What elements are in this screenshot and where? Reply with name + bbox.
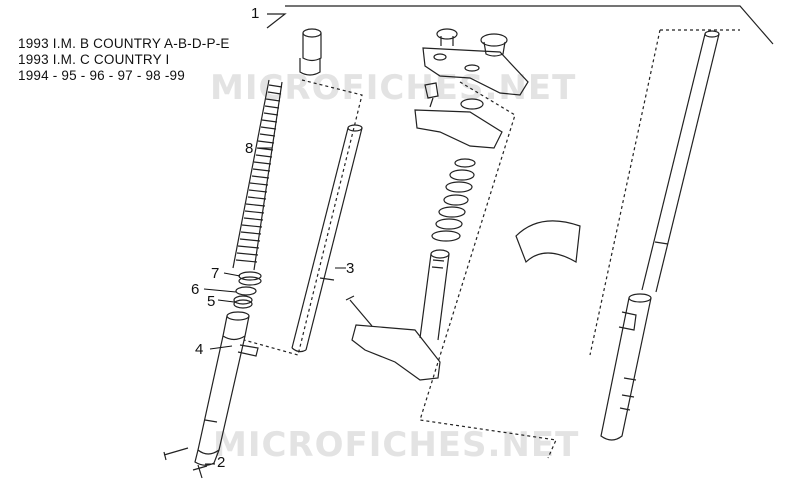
callout-8: 8 xyxy=(245,140,254,157)
callout-4: 4 xyxy=(195,341,204,358)
clamp-bolt xyxy=(345,295,373,327)
callout-2: 2 xyxy=(217,454,226,471)
callout-6: 6 xyxy=(191,281,200,298)
headlight-bracket xyxy=(515,220,581,264)
lock-plate xyxy=(414,109,503,149)
applicability-line-2: 1993 I.M. C COUNTRY I xyxy=(18,52,170,67)
callout-1: 1 xyxy=(251,5,260,22)
fork-slider-left xyxy=(194,311,259,466)
applicability-line-3: 1994 - 95 - 96 - 97 - 98 -99 xyxy=(18,68,185,83)
fork-tube-left xyxy=(291,124,363,353)
upper-triple-clamp xyxy=(422,28,529,96)
fork-slider-right xyxy=(600,293,652,441)
watermark-top: MICROFICHES.NET xyxy=(210,68,577,108)
callout-7: 7 xyxy=(211,265,220,282)
steering-bearing-stack xyxy=(431,158,476,242)
fork-tube-right xyxy=(641,30,720,293)
bearing-cap xyxy=(460,98,484,110)
applicability-line-1: 1993 I.M. B COUNTRY A-B-D-P-E xyxy=(18,36,230,51)
spacer-washers xyxy=(233,271,262,309)
lower-triple-clamp xyxy=(351,324,441,381)
fork-top-cap xyxy=(299,28,322,76)
callout-5: 5 xyxy=(207,293,216,310)
callout-3: 3 xyxy=(346,260,355,277)
steering-bolt xyxy=(424,82,439,99)
watermark-bottom: MICROFICHES.NET xyxy=(213,425,580,465)
fork-spring xyxy=(232,79,283,271)
drain-screw xyxy=(192,464,208,479)
steering-stem xyxy=(419,249,450,341)
axle-bolt xyxy=(163,447,189,461)
